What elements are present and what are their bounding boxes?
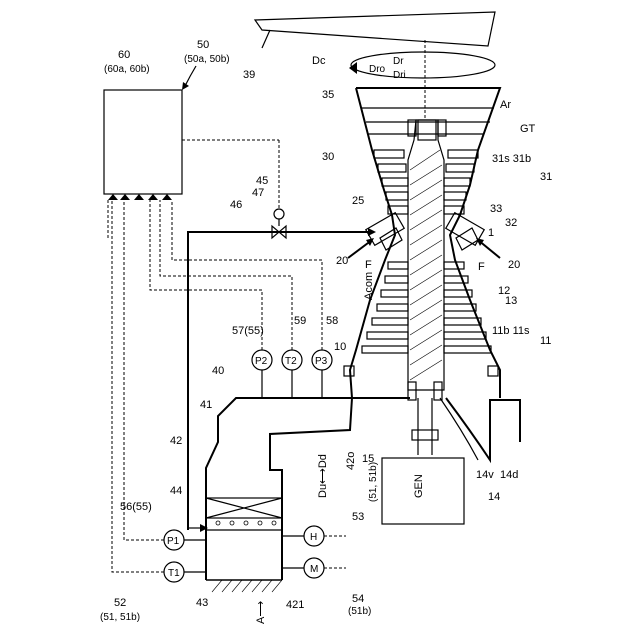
- label-acom: Acom: [363, 272, 375, 300]
- label-53: 53: [352, 511, 364, 523]
- label-30: 30: [322, 151, 334, 163]
- label-1: 1: [488, 227, 494, 239]
- label-20-left: 20: [336, 255, 348, 267]
- label-a-arrow: A⟶: [255, 601, 267, 624]
- generator: GEN: [382, 458, 464, 524]
- sensor-m: M: [282, 558, 346, 578]
- label-52-sub: (51, 51b): [100, 612, 140, 623]
- sensor-t2: T2: [282, 350, 302, 398]
- label-p2: P2: [255, 356, 268, 367]
- controller-60: 60 (60a, 60b) 50 (50a, 50b): [104, 39, 230, 240]
- label-46: 46: [230, 199, 242, 211]
- label-47: 47: [252, 187, 264, 199]
- label-421: 421: [286, 599, 304, 611]
- label-gt: GT: [520, 123, 536, 135]
- label-54: 54: [352, 593, 364, 605]
- sensor-p2: P2: [252, 350, 272, 398]
- label-t1: T1: [168, 568, 180, 579]
- label-33: 33: [490, 203, 502, 215]
- label-dr: Dr: [393, 56, 404, 67]
- label-h: H: [310, 532, 317, 543]
- label-14: 14: [488, 491, 500, 503]
- label-52: 52: [114, 597, 126, 609]
- label-42: 42: [170, 435, 182, 447]
- label-35: 35: [322, 89, 334, 101]
- label-43: 43: [196, 597, 208, 609]
- label-dro: Dro: [369, 64, 386, 75]
- intake-duct: [206, 398, 410, 592]
- label-p1: P1: [167, 536, 180, 547]
- label-45: 45: [256, 175, 268, 187]
- label-39: 39: [243, 69, 255, 81]
- label-10: 10: [334, 341, 346, 353]
- sensor-p3: P3: [312, 350, 332, 398]
- signal-lines: [112, 200, 322, 572]
- sensor-h: H: [282, 526, 346, 546]
- label-41: 41: [200, 399, 212, 411]
- label-t2: T2: [285, 356, 297, 367]
- label-54-sub: (51b): [348, 606, 371, 617]
- label-59: 59: [294, 315, 306, 327]
- label-14v: 14v: [476, 469, 494, 481]
- label-f-right: F: [478, 261, 485, 273]
- label-11: 11: [540, 335, 551, 347]
- label-40: 40: [212, 365, 224, 377]
- label-dc: Dc: [312, 55, 326, 67]
- label-14d: 14d: [500, 469, 518, 481]
- label-20-right: 20: [508, 259, 520, 271]
- controller-input-arrows: [108, 194, 172, 200]
- label-31: 31: [540, 171, 552, 183]
- label-32: 32: [505, 217, 517, 229]
- label-f-left: F: [365, 259, 372, 271]
- label-60: 60: [118, 49, 130, 61]
- shaft: [412, 398, 438, 455]
- label-25: 25: [352, 195, 364, 207]
- label-dri: Dri: [393, 70, 406, 81]
- label-31s-31b: 31s 31b: [492, 153, 531, 165]
- label-13: 13: [505, 295, 517, 307]
- gas-turbine-gt: [344, 88, 500, 400]
- bleed-line-46: [182, 140, 376, 532]
- label-56: 56(55): [120, 501, 152, 513]
- label-42o: 42o: [345, 452, 357, 470]
- label-p3: P3: [315, 356, 328, 367]
- label-50: 50: [197, 39, 209, 51]
- label-ar: Ar: [500, 99, 511, 111]
- label-57: 57(55): [232, 325, 264, 337]
- rotor: [408, 120, 446, 390]
- label-11b-11s: 11b 11s: [492, 325, 530, 337]
- inlet-hatch-43: [206, 580, 282, 592]
- label-m: M: [310, 564, 318, 575]
- exhaust-14: [440, 398, 520, 460]
- label-44: 44: [170, 485, 182, 497]
- label-gen: GEN: [413, 474, 425, 498]
- label-du-dd: Du⟷Dd: [317, 454, 329, 498]
- label-58: 58: [326, 315, 338, 327]
- label-60-sub: (60a, 60b): [104, 64, 150, 75]
- label-50-sub: (50a, 50b): [184, 54, 230, 65]
- sensor-p1: P1: [164, 530, 206, 550]
- label-53-sub: (51, 51b): [368, 462, 379, 502]
- sensor-t1: T1: [164, 562, 206, 582]
